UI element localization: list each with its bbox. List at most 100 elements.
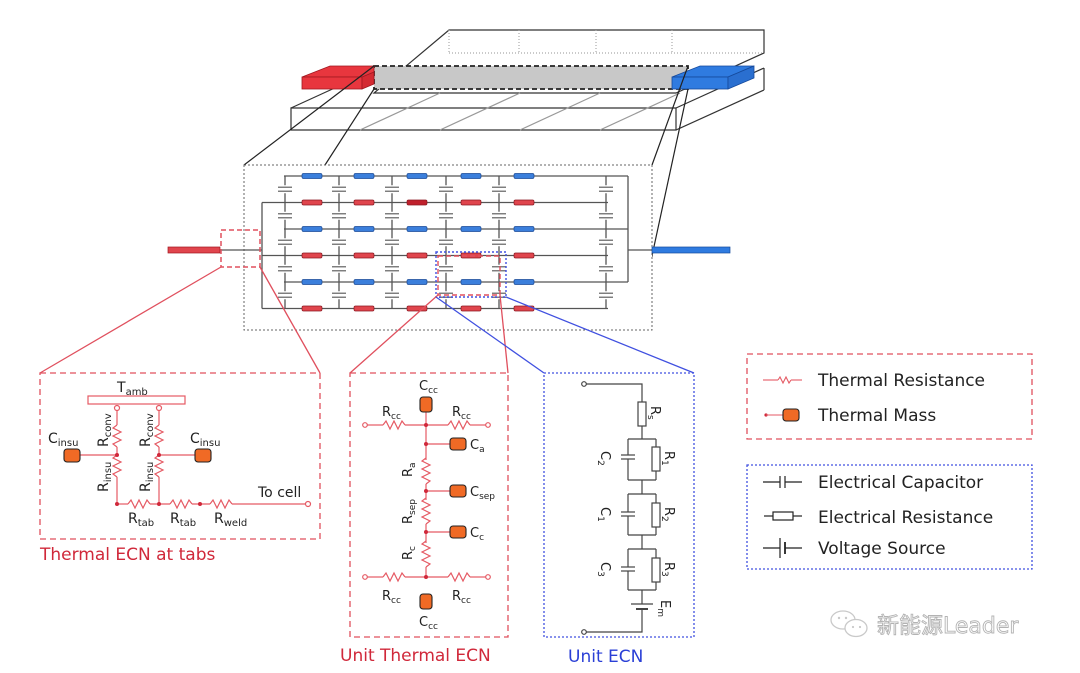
capacitor-gap [278,264,292,273]
unit-thermal-panel-border [349,372,509,638]
cell-element-blue [513,279,535,285]
capacitor-gap [439,185,453,194]
cell-element-red [353,252,375,259]
cell-element-red [301,305,323,312]
legend-thermal-mass: Thermal Mass [817,406,936,426]
c-insu-left-label: Cinsu [48,431,78,449]
cell-element-blue [301,279,323,285]
cell-element-red [301,252,323,259]
cell-element-red [301,199,323,206]
r1-label: R1 [659,451,676,466]
capacitor-gap [385,264,399,273]
thermal-resistance-icon [763,375,802,385]
capacitor-gap [385,238,399,247]
unit-ecn-zoom-box [435,251,507,298]
capacitor-icon [763,476,802,488]
unit-ecn-panel: Rs R1 R2 R3 C2 C1 C3 Em Unit ECN [543,372,695,667]
unit-thermal-ecn-panel: Ccc Rcc Rcc Ca Csep Cc Ra Rsep Rc Rcc Rc… [340,372,509,666]
cell-element-blue [301,226,323,232]
thermal-mass-icon [419,396,433,413]
c1-label: C1 [595,507,612,522]
capacitor-gap [332,185,346,194]
r-a-label: Ra [401,462,418,477]
capacitor-gap [599,264,613,273]
r-cc-tr-label: Rcc [452,405,471,422]
unit-thermal-panel-title: Unit Thermal ECN [340,646,491,666]
r-insu-right-label: Rinsu [138,462,156,492]
capacitor-gap [492,185,506,194]
c-c-label: Cc [470,526,484,543]
capacitor-gap [492,291,506,300]
thermal-legend: Thermal Resistance Thermal Mass [746,353,1033,440]
thermal-mass-icon [419,593,433,610]
to-cell-label: To cell [257,485,301,501]
resistor-icon [764,511,802,521]
cell-element-blue [353,226,375,232]
cell-3d-view [290,29,765,131]
r-conv-right-label: Rconv [138,413,156,447]
c-cc-bottom-label: Ccc [419,615,438,632]
bottom-layer [290,107,677,131]
capacitor-gap [332,238,346,247]
r-conv-left-label: Rconv [96,413,114,447]
capacitor-gap [278,211,292,220]
legend-electrical-capacitor: Electrical Capacitor [818,473,983,493]
c-a-label: Ca [470,438,485,455]
watermark: 新能源Leader [830,610,1020,639]
tabs-panel-title: Thermal ECN at tabs [39,545,216,565]
capacitor-gap [492,264,506,273]
capacitor-gap [599,211,613,220]
capacitor-gap [599,238,613,247]
capacitor-gap [332,211,346,220]
capacitor-gap [332,291,346,300]
capacitor-gap [278,185,292,194]
positive-tab-3d [301,65,375,90]
cell-element-red [513,252,535,259]
capacitor-gap [599,185,613,194]
r-c-label: Rc [401,546,418,560]
cell-element-red [513,199,535,206]
c3-label: C3 [595,562,612,577]
wechat-icon [830,610,868,638]
tabs-panel-border [39,372,321,540]
r-insu-left-label: Rinsu [96,462,114,492]
r-cc-tl-label: Rcc [382,405,401,422]
c-cc-top-label: Ccc [419,379,438,396]
capacitor-gap [439,264,453,273]
capacitor-gap [492,238,506,247]
electrical-legend-border [746,464,1033,570]
cell-grid [261,173,652,312]
r-cc-bl-label: Rcc [382,589,401,606]
thermal-mass-legend-icon [764,408,800,422]
cell-element-blue [406,279,428,285]
c-insu-right-label: Cinsu [190,431,220,449]
t-amb-label: Tamb [116,380,148,398]
r-weld-label: Rweld [214,511,247,529]
tab-zoom-box [220,229,261,268]
capacitor-gap [385,291,399,300]
negative-tab-3d [671,65,755,90]
cell-element-blue [460,226,482,232]
cell-element-red [460,305,482,312]
capacitor-gap [278,238,292,247]
em-label: Em [655,600,672,617]
r-sep-label: Rsep [401,499,418,524]
voltage-source-icon [763,538,802,558]
cell-element-red [406,252,428,259]
thermal-legend-border [746,353,1033,440]
r3-label: R3 [659,562,676,577]
unit-ecn-panel-border [543,372,695,638]
cell-element-blue [353,279,375,285]
thermal-mass-icon [63,448,81,463]
cell-element-blue [353,173,375,179]
cell-element-blue [301,173,323,179]
cell-element-blue [460,173,482,179]
r-cc-br-label: Rcc [452,589,471,606]
cell-element-red [353,305,375,312]
capacitor-gap [439,238,453,247]
cell-element-red [353,199,375,206]
c-sep-label: Csep [470,485,495,502]
capacitor-gap [439,211,453,220]
cell-element-blue [406,173,428,179]
